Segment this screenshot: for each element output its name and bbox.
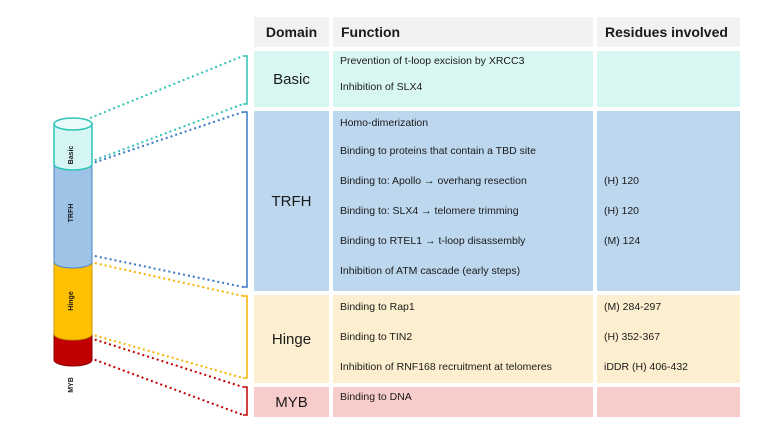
cylinder-myb-segment — [53, 333, 93, 367]
basic-domain-cell: Basic — [254, 51, 329, 107]
myb-residues-cell — [597, 387, 740, 417]
cylinder-label-myb: MYB — [68, 377, 75, 393]
myb-bottom-connector — [89, 357, 244, 416]
myb-function-cell — [333, 387, 593, 417]
hinge-function-cell — [333, 295, 593, 383]
function-text: Prevention of t-loop excision by XRCC3 — [340, 55, 525, 67]
basic-function-cell — [333, 51, 593, 107]
basic-bottom-connector — [89, 103, 244, 163]
hinge-domain-cell: Hinge — [254, 295, 329, 383]
function-text: Homo-dimerization — [340, 117, 429, 129]
cylinder-trfh-segment — [53, 163, 93, 269]
basic-residues-cell — [597, 51, 740, 107]
hinge-bracket — [243, 295, 248, 379]
cylinder-hinge-segment — [53, 261, 93, 341]
header-domain: Domain — [254, 17, 329, 47]
myb-bracket — [243, 386, 248, 416]
cylinder-basic-segment — [53, 123, 93, 171]
hinge-residues-cell — [597, 295, 740, 383]
header-function: Function — [333, 17, 593, 47]
residues-text: iDDR (H) 406-432 — [604, 361, 689, 373]
cylinder-label-trfh: TRFH — [68, 203, 75, 223]
basic-top-connector — [89, 55, 244, 119]
protein-cylinder — [53, 117, 93, 367]
function-text: Inhibition of ATM cascade (early steps) — [340, 265, 521, 277]
trfh-domain-label: TRFH — [271, 192, 312, 210]
header-residues: Residues involved — [597, 17, 740, 47]
basic-bracket — [243, 55, 248, 105]
hinge-domain-label: Hinge — [271, 330, 312, 348]
residues-text: (H) 352-367 — [604, 331, 661, 343]
function-text: Inhibition of RNF168 recruitment at telo… — [340, 361, 552, 373]
function-text: Binding to proteins that contain a TBD s… — [340, 145, 536, 157]
function-text: Inhibition of SLX4 — [340, 81, 423, 93]
function-text: Binding to: Apollo → overhang resection — [340, 175, 527, 187]
myb-domain-cell: MYB — [254, 387, 329, 417]
function-text: Binding to TIN2 — [340, 331, 413, 343]
function-text: Binding to Rap1 — [340, 301, 415, 313]
hinge-top-connector — [89, 261, 244, 297]
hinge-bottom-connector — [89, 333, 244, 379]
basic-domain-label: Basic — [273, 70, 310, 88]
function-text: Binding to DNA — [340, 391, 412, 403]
residues-text: (M) 284-297 — [604, 301, 662, 313]
function-text: Binding to RTEL1 → t-loop disassembly — [340, 235, 526, 247]
trfh-function-cell — [333, 111, 593, 291]
trfh-residues-cell — [597, 111, 740, 291]
cylinder-top-cap — [53, 117, 93, 131]
trfh-bracket — [243, 111, 248, 288]
cylinder-label-basic: Basic — [68, 145, 75, 165]
residues-text: (H) 120 — [604, 175, 640, 187]
trfh-top-connector — [89, 111, 244, 165]
myb-top-connector — [89, 337, 244, 388]
cylinder-label-hinge: Hinge — [68, 291, 75, 311]
myb-domain-label: MYB — [275, 393, 308, 411]
trfh-bottom-connector — [89, 254, 244, 288]
residues-text: (M) 124 — [604, 235, 641, 247]
function-text: Binding to: SLX4 → telomere trimming — [340, 205, 519, 217]
residues-text: (H) 120 — [604, 205, 640, 217]
trfh-domain-cell: TRFH — [254, 111, 329, 291]
